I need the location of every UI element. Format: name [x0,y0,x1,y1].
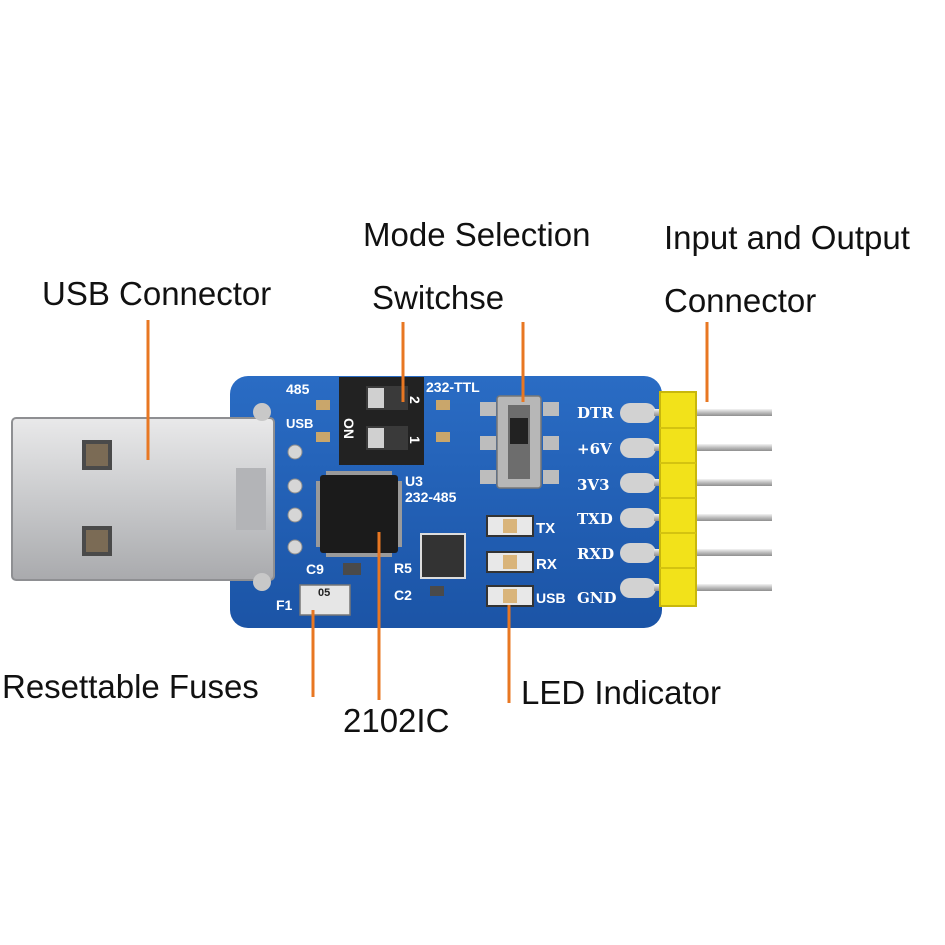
silk-r5: R5 [394,560,412,576]
output-pads [620,403,656,598]
pin-label-gnd: GND [577,589,617,607]
silk-f1: F1 [276,597,293,613]
label-ic: 2102IC [343,702,450,739]
callout-lines [146,320,709,703]
header-dividers [660,427,696,569]
silk-led-tx: TX [536,520,555,537]
usb-plug [11,417,275,581]
label-mode-selection-1: Mode Selection [363,216,591,253]
fuse-component [299,584,351,616]
label-mode-selection-2: Switchse [372,279,505,316]
smd-components [299,400,466,616]
silk-c9: C9 [306,561,324,577]
silk-led-usb: USB [536,590,566,606]
silk-232-485: 232-485 [405,489,457,505]
silk-1: 1 [407,436,423,444]
label-usb-connector: USB Connector [42,275,272,312]
dip-switch [339,377,424,465]
usb-solder-pads [253,403,303,591]
label-io-connector-2: Connector [664,282,817,319]
pin-label-6v: +6V [577,440,612,458]
silk-on: ON [341,418,357,439]
pin-label-dtr: DTR [577,404,614,422]
silk-u3: U3 [405,473,423,489]
silk-led-rx: RX [536,556,557,573]
led-group [486,515,534,607]
slide-switch [480,395,559,489]
label-resettable-fuses: Resettable Fuses [2,668,259,705]
silk-usb-top: USB [286,416,313,431]
label-led-indicator: LED Indicator [521,674,721,711]
silk-485: 485 [286,381,310,397]
label-io-connector-1: Input and Output [664,219,910,256]
pin-label-txd: TXD [577,510,613,528]
header-pins [654,409,772,591]
silk-232-ttl: 232-TTL [426,379,480,395]
silk-2: 2 [407,396,423,404]
silk-c2: C2 [394,587,412,603]
fuse-mark: 05 [318,587,330,599]
pin-label-3v3: 3V3 [577,476,610,494]
cp2102-chip [316,471,402,557]
pin-label-rxd: RXD [577,545,614,563]
